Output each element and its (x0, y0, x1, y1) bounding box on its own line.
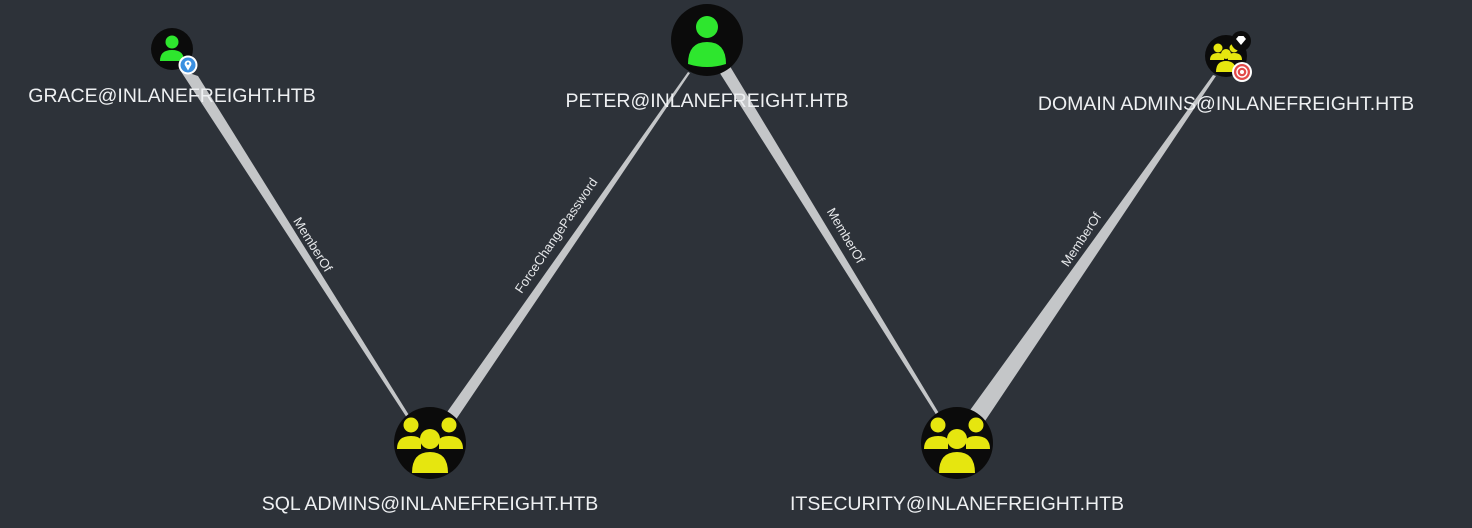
target-icon (1232, 62, 1252, 82)
node-label: SQL ADMINS@INLANEFREIGHT.HTB (262, 493, 599, 515)
node-label: DOMAIN ADMINS@INLANEFREIGHT.HTB (1038, 93, 1414, 115)
edge-label: ForceChangePassword (512, 175, 601, 296)
high-value-gem-icon (1231, 31, 1251, 51)
edge-sql-admins-to-peter[interactable]: ForceChangePassword (445, 72, 690, 421)
node-domain-admins[interactable]: DOMAIN ADMINS@INLANEFREIGHT.HTB (1038, 31, 1414, 115)
node-label: ITSECURITY@INLANEFREIGHT.HTB (790, 493, 1124, 515)
edge-line (445, 72, 690, 421)
node-peter[interactable]: PETER@INLANEFREIGHT.HTB (565, 4, 849, 112)
node-label: PETER@INLANEFREIGHT.HTB (565, 90, 848, 112)
node-label: GRACE@INLANEFREIGHT.HTB (28, 85, 315, 107)
edge-line (968, 75, 1216, 421)
edge-peter-to-itsecurity[interactable]: MemberOf (716, 63, 940, 416)
node-itsecurity[interactable]: ITSECURITY@INLANEFREIGHT.HTB (790, 407, 1124, 515)
edge-line (716, 63, 940, 416)
group-icon (1210, 43, 1242, 72)
group-icon (397, 417, 463, 473)
owned-pin-icon (178, 55, 198, 75)
edge-grace-to-sql-admins[interactable]: MemberOf (180, 70, 412, 421)
user-icon (688, 16, 726, 67)
node-grace[interactable]: GRACE@INLANEFREIGHT.HTB (28, 28, 316, 107)
edge-itsecurity-to-domain-admins[interactable]: MemberOf (968, 75, 1216, 421)
group-icon (924, 417, 990, 473)
node-sql-admins[interactable]: SQL ADMINS@INLANEFREIGHT.HTB (262, 407, 599, 515)
edge-line (180, 70, 412, 421)
user-icon (160, 35, 184, 61)
